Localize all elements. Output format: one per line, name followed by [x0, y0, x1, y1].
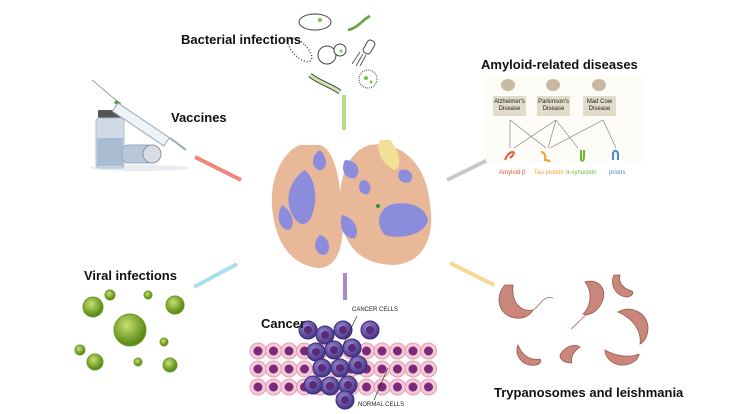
- bacteria-image: [287, 13, 378, 95]
- protein-tau: Tau protein: [534, 170, 564, 176]
- normal-cell-nucleus: [377, 364, 387, 374]
- disease-box-parkinsons: Parkinson's Disease: [538, 99, 569, 112]
- ribosome-image: [271, 140, 432, 268]
- normal-cell-nucleus: [269, 364, 278, 374]
- viruses-image: [74, 289, 185, 373]
- cancer-cell-nucleus: [330, 346, 338, 354]
- vaccines-image: [90, 79, 190, 171]
- normal-cell-nucleus: [253, 364, 263, 374]
- label-cancer: Cancer: [261, 316, 306, 331]
- cancer-cell-nucleus: [344, 381, 352, 389]
- normal-cell-nucleus: [408, 364, 418, 374]
- cancer-cell-nucleus: [318, 364, 326, 372]
- cancer-cell-nucleus: [312, 348, 320, 356]
- normal-cell-nucleus: [269, 346, 278, 356]
- cancer-pointer-lines: [342, 315, 389, 401]
- normal-cell-nucleus: [408, 382, 418, 392]
- normal-cell-nucleus: [424, 382, 433, 392]
- label-vaccines: Vaccines: [171, 110, 227, 125]
- cancer-cell-nucleus: [366, 326, 374, 334]
- normal-cell-nucleus: [377, 382, 387, 392]
- label-trypanosomes-leishmania: Trypanosomes and leishmania: [494, 385, 684, 400]
- cancer-cell-nucleus: [326, 382, 334, 390]
- normal-cell-nucleus: [284, 364, 294, 374]
- connector-trypanosomes: [449, 261, 495, 287]
- normal-cell-nucleus: [269, 382, 278, 392]
- normal-cell-nucleus: [408, 346, 418, 356]
- cancer-cell-nucleus: [309, 381, 317, 389]
- normal-cell-nucleus: [284, 346, 294, 356]
- cancer-cell-nucleus: [339, 326, 347, 334]
- protein-amyloid-beta: Amyloid β: [499, 170, 526, 176]
- connectors: [193, 95, 495, 300]
- cancer-cell-nucleus: [304, 326, 312, 334]
- normal-cell-nucleus: [300, 364, 309, 374]
- cancer-cell-nucleus: [341, 396, 349, 404]
- protein-prions: prions: [609, 170, 626, 176]
- normal-cell-nucleus: [253, 346, 263, 356]
- cancer-cell-nucleus: [354, 361, 362, 369]
- trypanosomes-image: [498, 274, 649, 366]
- label-amyloid-related-diseases: Amyloid-related diseases: [481, 57, 638, 72]
- disease-box-mad-cow: Mad Cow Disease: [586, 99, 613, 112]
- cancer-cell-nucleus: [348, 344, 356, 352]
- normal-cell-nucleus: [393, 364, 402, 374]
- protein-alpha-synuclein: α-synuclein: [566, 170, 597, 176]
- normal-cell-nucleus: [362, 346, 371, 356]
- normal-cell-nucleus: [424, 364, 433, 374]
- normal-cell-nucleus: [377, 346, 387, 356]
- normal-cell-nucleus: [253, 382, 263, 392]
- normal-cell-nucleus: [393, 346, 402, 356]
- amyloid-panel: [486, 76, 642, 163]
- connector-viral: [193, 262, 238, 289]
- brain-icons: [501, 79, 606, 91]
- normal-cell-nucleus: [393, 382, 402, 392]
- cancer-image: [249, 320, 437, 410]
- normal-cell-nucleus: [284, 382, 294, 392]
- annotation-cancer-cells: CANCER CELLS: [352, 307, 399, 313]
- connector-vaccines: [194, 155, 242, 182]
- cancer-cell-nucleus: [321, 331, 329, 339]
- disease-box-alzheimers: Alzheimer's Disease: [494, 99, 525, 112]
- normal-cell-nucleus: [424, 346, 433, 356]
- annotation-normal-cells: NORMAL CELLS: [358, 402, 405, 408]
- label-viral-infections: Viral infections: [84, 268, 177, 283]
- cancer-cell-nucleus: [336, 364, 344, 372]
- normal-cell-nucleus: [362, 382, 371, 392]
- label-bacterial-infections: Bacterial infections: [181, 32, 301, 47]
